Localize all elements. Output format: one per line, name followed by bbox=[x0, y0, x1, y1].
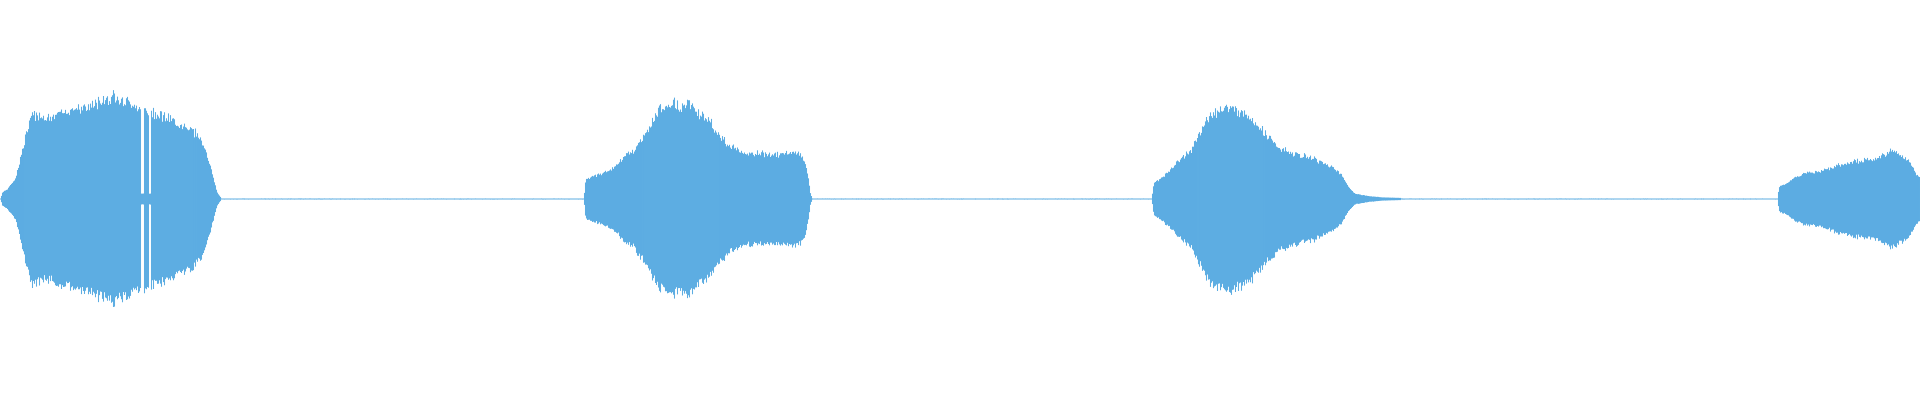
waveform-samples bbox=[0, 90, 1920, 307]
